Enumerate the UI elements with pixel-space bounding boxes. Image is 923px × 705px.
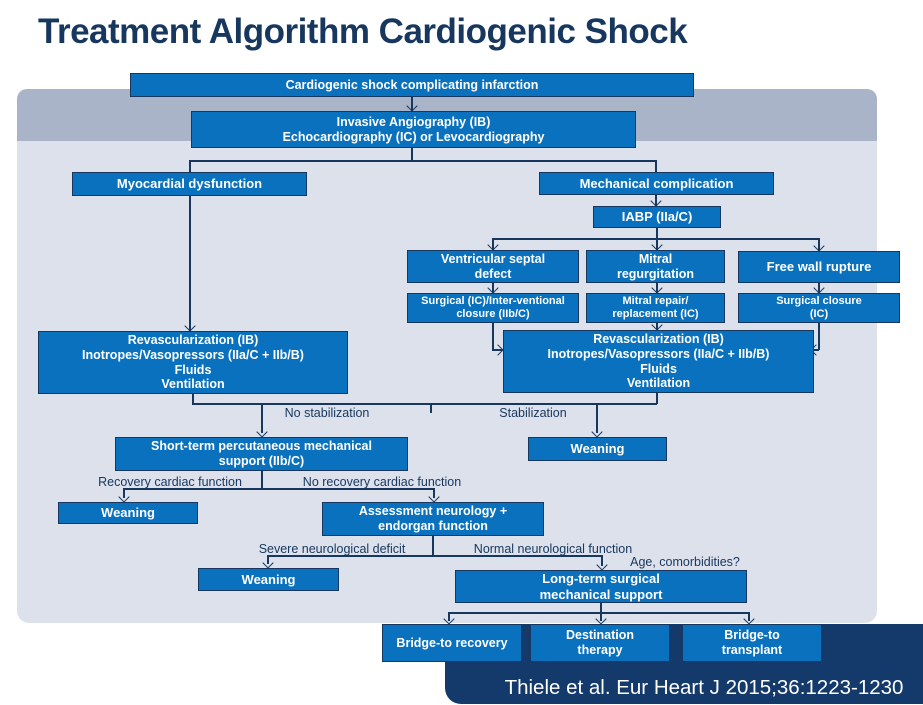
connector-line — [656, 393, 658, 404]
connector-line — [601, 555, 603, 566]
edge-label-age-comorbidities: Age, comorbidities? — [630, 555, 740, 569]
connector-line — [492, 349, 502, 351]
connector-line — [192, 403, 657, 405]
connector-line — [656, 323, 658, 330]
node-bridge-to-transplant: Bridge-to transplant — [682, 624, 822, 662]
connector-line — [492, 238, 494, 250]
edge-label-stabilization: Stabilization — [499, 406, 567, 420]
connector-line — [123, 488, 125, 498]
node-cardiogenic-shock: Cardiogenic shock complicating infarctio… — [130, 73, 694, 97]
connector-line — [448, 612, 450, 621]
connector-line — [189, 196, 191, 331]
connector-line — [432, 536, 434, 556]
node-free-wall-rupture: Free wall rupture — [738, 251, 900, 283]
node-short-term-support: Short-term percutaneous mechanical suppo… — [115, 437, 408, 471]
connector-line — [124, 488, 434, 490]
node-revascularization-left: Revascularization (IB) Inotropes/Vasopre… — [38, 331, 348, 394]
connector-line — [811, 349, 819, 351]
node-ventricular-septal-defect: Ventricular septal defect — [407, 250, 579, 283]
node-revascularization-right: Revascularization (IB) Inotropes/Vasopre… — [503, 330, 814, 393]
connector-line — [600, 603, 602, 613]
connector-line — [656, 283, 658, 293]
connector-line — [268, 555, 602, 557]
node-surgical-closure: Surgical closure (IC) — [738, 293, 900, 323]
edge-label-normal-function: Normal neurological function — [473, 542, 633, 556]
connector-line — [600, 612, 602, 621]
connector-line — [655, 195, 657, 206]
edge-label-severe-deficit: Severe neurological deficit — [258, 542, 406, 556]
connector-line — [261, 471, 263, 489]
connector-line — [656, 238, 658, 250]
node-surgical-interventional-closure: Surgical (IC)/Inter-ventional closure (I… — [407, 293, 579, 323]
connector-line — [818, 283, 820, 293]
connector-line — [492, 323, 494, 350]
node-iabp: IABP (IIa/C) — [593, 206, 721, 228]
node-invasive-angiography: Invasive Angiography (IB) Echocardiograp… — [191, 111, 636, 148]
node-assessment-neurology: Assessment neurology + endorgan function — [322, 502, 544, 536]
node-mechanical-complication: Mechanical complication — [539, 172, 774, 195]
node-weaning-recovery: Weaning — [58, 502, 198, 524]
connector-line — [267, 555, 269, 564]
connector-line — [656, 228, 658, 239]
connector-line — [818, 238, 820, 251]
citation-text: Thiele et al. Eur Heart J 2015;36:1223-1… — [504, 676, 904, 699]
edge-label-no-recovery: No recovery cardiac function — [302, 475, 462, 489]
connector-line — [433, 488, 435, 498]
node-weaning-deficit: Weaning — [198, 568, 339, 591]
node-long-term-support: Long-term surgical mechanical support — [455, 570, 747, 603]
node-mitral-regurgitation: Mitral regurgitation — [586, 250, 725, 283]
connector-line — [748, 612, 750, 621]
connector-line — [190, 160, 657, 162]
connector-line — [192, 394, 194, 404]
connector-line — [655, 160, 657, 172]
node-mitral-repair-replacement: Mitral repair/ replacement (IC) — [586, 293, 725, 323]
edge-label-no-stabilization: No stabilization — [284, 406, 370, 420]
connector-line — [430, 403, 432, 413]
connector-line — [261, 403, 263, 433]
node-myocardial-dysfunction: Myocardial dysfunction — [72, 172, 307, 196]
connector-line — [411, 97, 413, 111]
edge-label-recovery: Recovery cardiac function — [98, 475, 242, 489]
connector-line — [818, 323, 820, 350]
citation-panel: Thiele et al. Eur Heart J 2015;36:1223-1… — [445, 624, 923, 704]
connector-line — [411, 148, 413, 161]
node-destination-therapy: Destination therapy — [530, 624, 670, 662]
node-weaning-stabilization: Weaning — [528, 437, 667, 461]
page-title: Treatment Algorithm Cardiogenic Shock — [38, 12, 688, 51]
connector-line — [189, 160, 191, 172]
node-bridge-to-recovery: Bridge-to recovery — [382, 624, 522, 662]
connector-line — [449, 612, 749, 614]
connector-line — [492, 283, 494, 293]
connector-line — [596, 403, 598, 433]
